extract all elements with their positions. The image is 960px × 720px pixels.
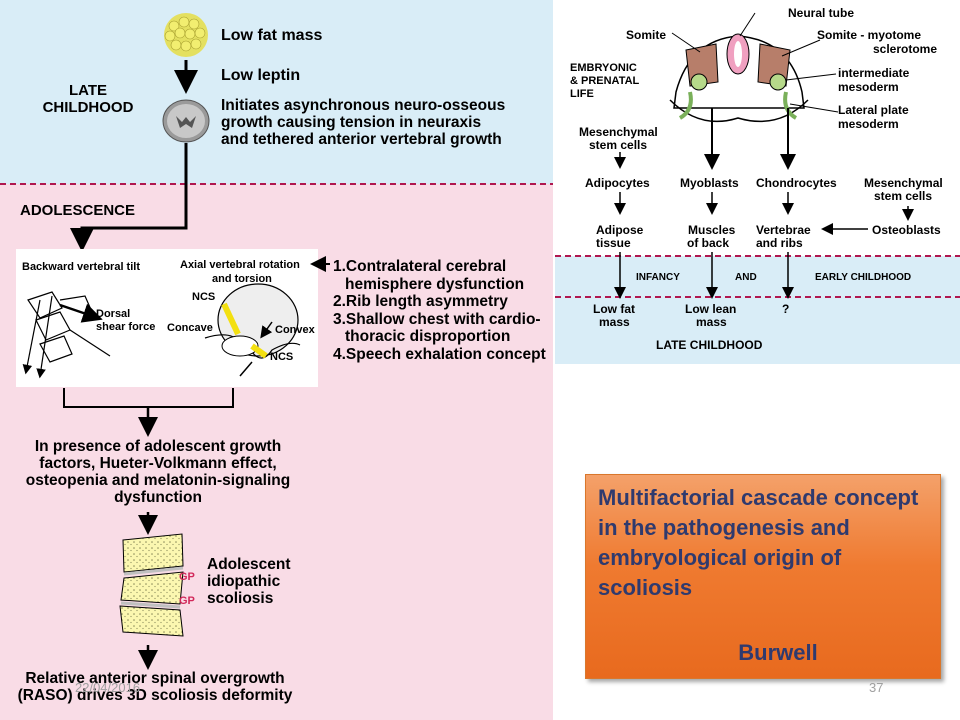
spine-segments-icon bbox=[119, 533, 184, 637]
dorsal-shear-label-1: Dorsal bbox=[96, 308, 130, 320]
low-leptin-label: Low leptin bbox=[221, 67, 300, 84]
stage-adolescence: ADOLESCENCE bbox=[20, 202, 135, 219]
adipocytes-label: Adipocytes bbox=[585, 176, 650, 190]
presence-text: In presence of adolescent growth factors… bbox=[25, 438, 291, 506]
intermediate-label-2: mesoderm bbox=[838, 80, 899, 94]
factor-item-4: 4.Speech exhalation concept bbox=[333, 345, 546, 363]
neural-tube-label: Neural tube bbox=[788, 6, 854, 20]
mesenchymal-left-2: stem cells bbox=[589, 138, 647, 152]
low-fat-right-2: mass bbox=[599, 315, 630, 329]
low-fat-mass-label: Low fat mass bbox=[221, 27, 322, 44]
low-lean-label-2: mass bbox=[696, 315, 727, 329]
stage-late-childhood: LATE CHILDHOOD bbox=[42, 82, 134, 116]
osteoblasts-label: Osteoblasts bbox=[872, 223, 941, 237]
convex-label: Convex bbox=[275, 324, 316, 336]
gp-label-2: GP bbox=[179, 595, 195, 607]
early-childhood-label: EARLY CHILDHOOD bbox=[815, 272, 911, 283]
ais-label: Adolescent idiopathic scoliosis bbox=[207, 556, 291, 607]
mesenchymal-right-1: Mesenchymal bbox=[864, 176, 943, 190]
infancy-label: INFANCY bbox=[636, 272, 680, 283]
footer-date: 22/04/2016 bbox=[75, 680, 141, 695]
somite-myotome-label-2: sclerotome bbox=[873, 42, 937, 56]
backward-tilt-label: Backward vertebral tilt bbox=[22, 261, 140, 273]
title-callout: Multifactorial cascade concept in the pa… bbox=[585, 474, 941, 679]
spinal-cord-section-icon bbox=[162, 99, 210, 143]
axial-rotation-label-1: Axial vertebral rotation bbox=[180, 259, 300, 271]
intermediate-label-1: intermediate bbox=[838, 66, 910, 80]
footer-page-number: 37 bbox=[869, 680, 884, 695]
initiates-text: Initiates asynchronous neuro-osseous gro… bbox=[221, 97, 506, 148]
callout-title: Multifactorial cascade concept in the pa… bbox=[598, 485, 919, 600]
and-label: AND bbox=[735, 272, 757, 283]
late-childhood-zone-right bbox=[555, 296, 960, 364]
axial-rotation-label-2: and torsion bbox=[212, 273, 272, 285]
embryonic-label: EMBRYONIC & PRENATAL LIFE bbox=[570, 62, 640, 100]
late-childhood-zone bbox=[0, 0, 553, 184]
gp-label-1: GP bbox=[179, 571, 195, 583]
factors-list: 1.Contralateral cerebral hemisphere dysf… bbox=[333, 258, 553, 363]
question-label: ? bbox=[782, 302, 789, 316]
dorsal-shear-label-2: shear force bbox=[96, 321, 155, 333]
ncs-top-label: NCS bbox=[192, 291, 215, 303]
mesenchymal-left-1: Mesenchymal bbox=[579, 125, 658, 139]
chondrocytes-label: Chondrocytes bbox=[756, 176, 837, 190]
mesenchymal-right-2: stem cells bbox=[874, 189, 932, 203]
embryo-cross-section-icon bbox=[669, 33, 809, 123]
muscles-label-1: Muscles bbox=[688, 223, 736, 237]
late-childhood-right-label: LATE CHILDHOOD bbox=[656, 338, 763, 352]
somite-myotome-label-1: Somite - myotome bbox=[817, 28, 921, 42]
muscles-label-2: of back bbox=[687, 236, 729, 250]
adipose-label-2: tissue bbox=[596, 236, 631, 250]
myoblasts-label: Myoblasts bbox=[680, 176, 739, 190]
ncs-bottom-label: NCS bbox=[270, 351, 293, 363]
concave-label: Concave bbox=[167, 322, 213, 334]
callout-author: Burwell bbox=[738, 640, 818, 665]
vertebrae-label-2: and ribs bbox=[756, 236, 803, 250]
lateral-plate-label-2: mesoderm bbox=[838, 117, 899, 131]
low-fat-right-1: Low fat bbox=[593, 302, 635, 316]
factor-item-1: 1.Contralateral cerebral hemisphere dysf… bbox=[333, 258, 525, 293]
adipose-label-1: Adipose bbox=[596, 223, 644, 237]
axial-rotation-sketch bbox=[204, 283, 301, 377]
backward-tilt-sketch bbox=[22, 291, 111, 379]
fat-cells-icon bbox=[164, 13, 208, 57]
somite-label: Somite bbox=[626, 28, 666, 42]
factor-item-2: 2.Rib length asymmetry bbox=[333, 293, 508, 310]
lateral-plate-label-1: Lateral plate bbox=[838, 103, 909, 117]
raso-text: Relative anterior spinal overgrowth (RAS… bbox=[17, 670, 293, 704]
low-lean-label-1: Low lean bbox=[685, 302, 736, 316]
vertebrae-label-1: Vertebrae bbox=[756, 223, 811, 237]
factor-item-3: 3.Shallow chest with cardio-thoracic dis… bbox=[333, 310, 541, 346]
